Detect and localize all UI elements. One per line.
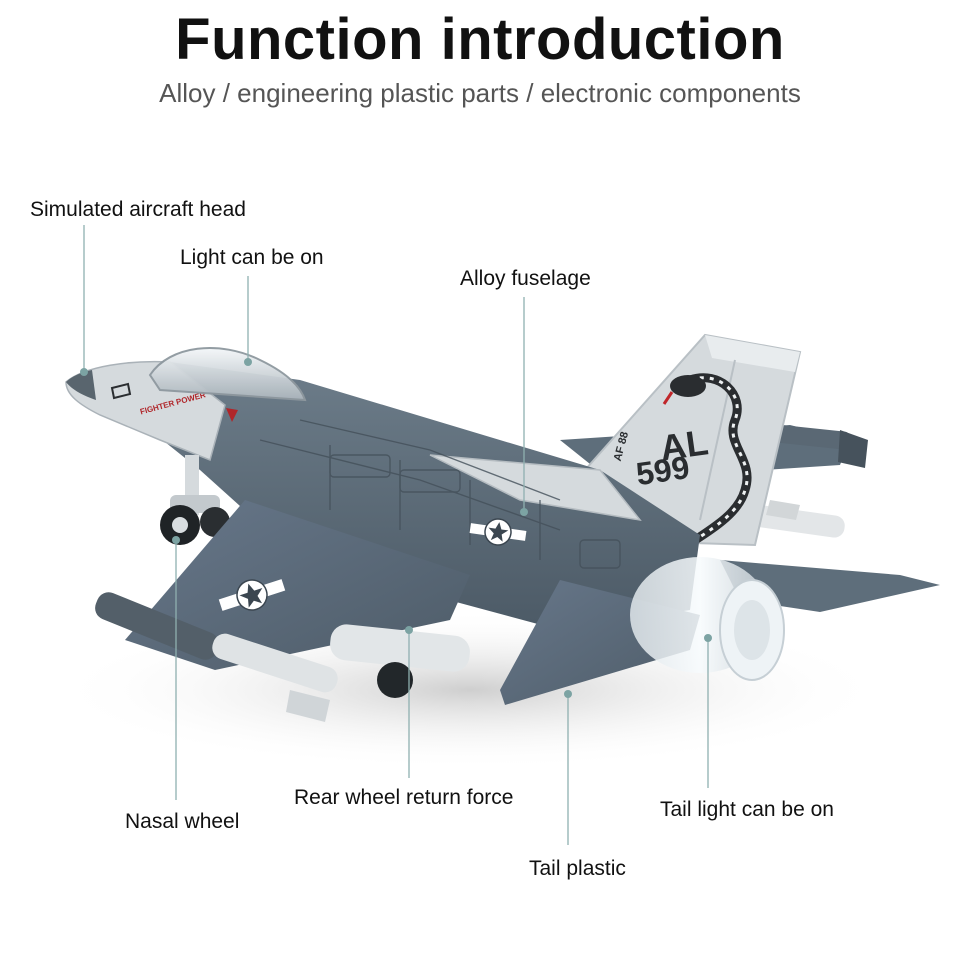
near-wing — [125, 500, 470, 670]
engine-nozzle — [630, 557, 785, 681]
tail-number: 599 — [634, 449, 692, 492]
near-missile — [212, 633, 338, 722]
leader-lines — [80, 225, 712, 845]
callout-light: Light can be on — [180, 246, 324, 269]
callout-fuselage: Alloy fuselage — [460, 267, 591, 290]
callout-aircraft-head: Simulated aircraft head — [30, 198, 246, 221]
fuselage: FIGHTER POWER — [65, 360, 700, 630]
near-missile-rail — [95, 592, 219, 660]
nose-landing-gear — [160, 455, 230, 545]
page-subtitle: Alloy / engineering plastic parts / elec… — [159, 78, 801, 108]
page-title: Function introduction — [175, 7, 785, 72]
far-missile — [745, 500, 845, 538]
wing-insignia — [218, 579, 286, 611]
fuselage-insignia — [469, 518, 527, 546]
callout-nasal-wheel: Nasal wheel — [125, 810, 240, 833]
canopy — [148, 347, 307, 402]
callout-tail-light: Tail light can be on — [660, 798, 834, 821]
callout-rear-wheel: Rear wheel return force — [294, 786, 514, 809]
fuel-tank — [330, 624, 470, 698]
callout-tail-plastic: Tail plastic — [529, 857, 626, 880]
tail-code: AL — [657, 421, 710, 468]
